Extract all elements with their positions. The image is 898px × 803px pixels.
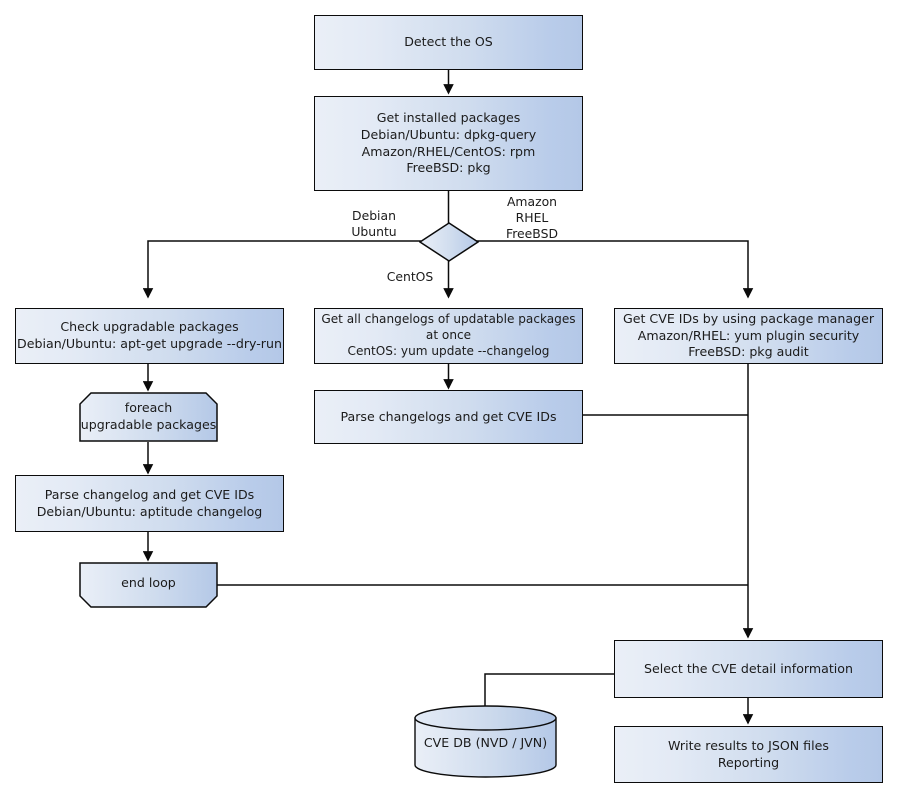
node-label: Get installed packages Debian/Ubuntu: dp… — [360, 110, 537, 176]
edge-label-amazon-rhel-freebsd: Amazon RHEL FreeBSD — [506, 194, 558, 242]
node-label: Parse changelogs and get CVE IDs — [340, 408, 557, 424]
edge-select-to-db — [484, 673, 614, 709]
node-parse-changelog-get-cve-ids[interactable]: Parse changelog and get CVE IDs Debian/U… — [15, 475, 284, 532]
edge-label-centos: CentOS — [386, 269, 434, 284]
node-select-cve-detail-information[interactable]: Select the CVE detail information — [614, 640, 883, 698]
node-label: Write results to JSON files Reporting — [668, 737, 829, 770]
node-end-loop[interactable]: end loop — [79, 562, 218, 608]
node-label: end loop — [121, 574, 176, 590]
node-label: Detect the OS — [404, 34, 493, 50]
node-os-decision[interactable] — [419, 222, 479, 262]
node-write-results-reporting[interactable]: Write results to JSON files Reporting — [614, 726, 883, 783]
edge-label-debian-ubuntu: Debian Ubuntu — [351, 208, 397, 240]
node-foreach-loop-start[interactable]: foreach upgradable packages — [79, 392, 218, 442]
node-get-installed-packages[interactable]: Get installed packages Debian/Ubuntu: dp… — [314, 96, 583, 191]
node-get-cve-ids-package-manager[interactable]: Get CVE IDs by using package manager Ama… — [614, 308, 883, 364]
node-label: Select the CVE detail information — [644, 660, 853, 676]
edge-decision-left — [142, 240, 421, 299]
node-check-upgradable-packages[interactable]: Check upgradable packages Debian/Ubuntu:… — [15, 308, 284, 364]
node-cve-database[interactable]: CVE DB (NVD / JVN) — [413, 705, 558, 779]
node-label: Parse changelog and get CVE IDs Debian/U… — [36, 486, 263, 519]
node-label: Get CVE IDs by using package manager Ama… — [622, 311, 875, 360]
node-label: CVE DB (NVD / JVN) — [423, 734, 548, 750]
node-label: Get all changelogs of updatable packages… — [321, 312, 576, 358]
node-parse-changelogs-get-cve-ids[interactable]: Parse changelogs and get CVE IDs — [314, 390, 583, 444]
edge-decision-right — [476, 240, 754, 299]
node-get-all-changelogs[interactable]: Get all changelogs of updatable packages… — [314, 308, 583, 364]
node-label: foreach upgradable packages — [80, 400, 217, 432]
node-label: Check upgradable packages Debian/Ubuntu:… — [17, 319, 282, 351]
node-detect-the-os[interactable]: Detect the OS — [314, 15, 583, 70]
